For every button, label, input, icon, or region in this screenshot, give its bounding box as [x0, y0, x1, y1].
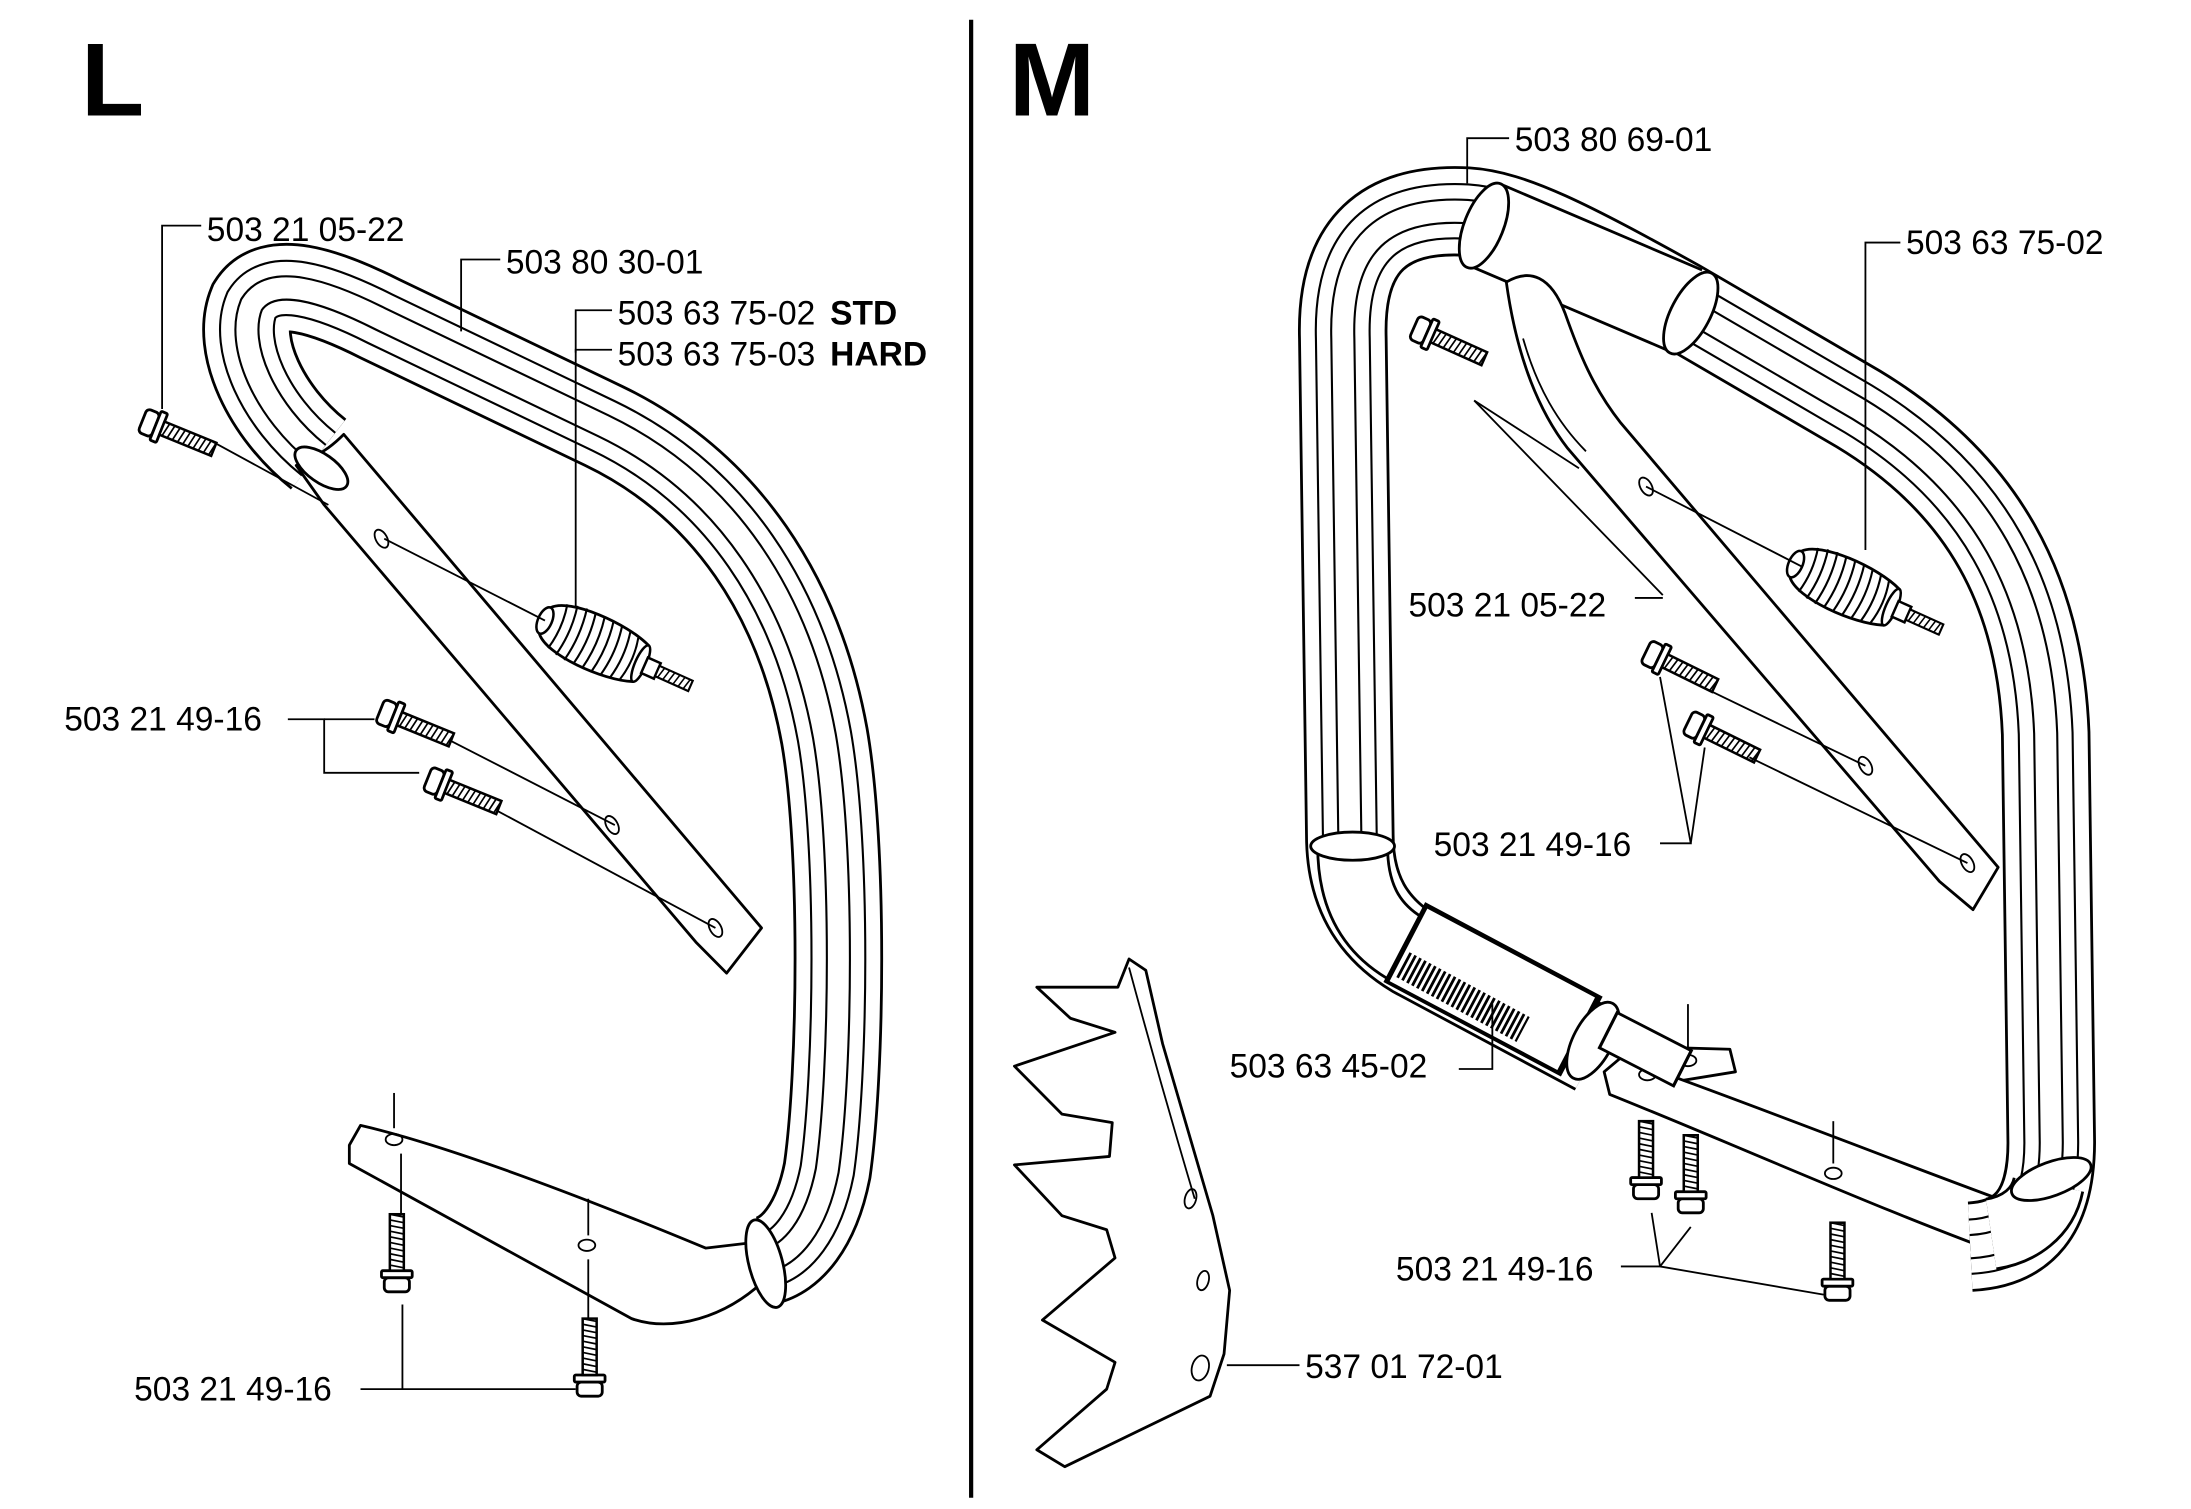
diagonal-strap-m	[1504, 274, 2000, 912]
front-bolt-l	[135, 404, 221, 466]
label-handle-l: 503 80 30-01	[506, 244, 704, 281]
front-bolt-m	[1406, 311, 1492, 375]
label-middle-bolts-l: 503 21 49-16	[64, 701, 262, 738]
label-middle-bolts-m: 503 21 49-16	[1434, 827, 1632, 864]
middle-bolt-lower-m	[1679, 706, 1766, 772]
grip-sleeve-m	[1383, 902, 1694, 1088]
label-grip-sleeve-m: 503 63 45-02	[1230, 1048, 1428, 1085]
label-spike-m: 537 01 72-01	[1305, 1349, 1503, 1386]
panel-m: M	[1009, 22, 2104, 1469]
bottom-bolt-right-l	[572, 1317, 607, 1398]
label-av-element-m: 503 63 75-02	[1906, 225, 2104, 262]
label-handle-m: 503 80 69-01	[1515, 122, 1713, 159]
leaders-l	[161, 224, 716, 1391]
leaders-m	[1226, 137, 1968, 1367]
bottom-bolt-left-l	[380, 1212, 414, 1294]
diagonal-strap-l	[293, 432, 763, 975]
middle-bolt-upper-l	[372, 694, 459, 756]
bottom-bolt-left-m	[1629, 1119, 1663, 1201]
bottom-bracket-l	[347, 1092, 770, 1326]
panel-l: L	[64, 22, 927, 1408]
label-av-std-suffix: STD	[830, 295, 897, 332]
label-bottom-bolts-m: 503 21 49-16	[1396, 1251, 1594, 1288]
label-front-bolt-l: 503 21 05-22	[207, 212, 405, 249]
label-av-hard-suffix: HARD	[830, 336, 927, 373]
front-handle-m	[1298, 166, 2096, 1292]
felling-spike-m	[1013, 957, 1232, 1469]
panel-letter-m: M	[1009, 22, 1095, 139]
panel-letter-l: L	[81, 22, 144, 139]
label-front-bolt-m: 503 21 05-22	[1408, 587, 1606, 624]
label-av-std-number: 503 63 75-02	[618, 295, 816, 332]
label-bottom-bolts-l: 503 21 49-16	[134, 1371, 332, 1408]
label-av-std-l: 503 63 75-02 STD	[618, 295, 898, 332]
label-av-hard-l: 503 63 75-03 HARD	[618, 336, 927, 373]
label-av-hard-number: 503 63 75-03	[618, 336, 816, 373]
bottom-bolt-right-m	[1820, 1221, 1855, 1302]
middle-bolt-lower-l	[420, 762, 507, 824]
bottom-bolt-middle-m	[1673, 1133, 1708, 1215]
front-handle-l	[202, 242, 884, 1309]
